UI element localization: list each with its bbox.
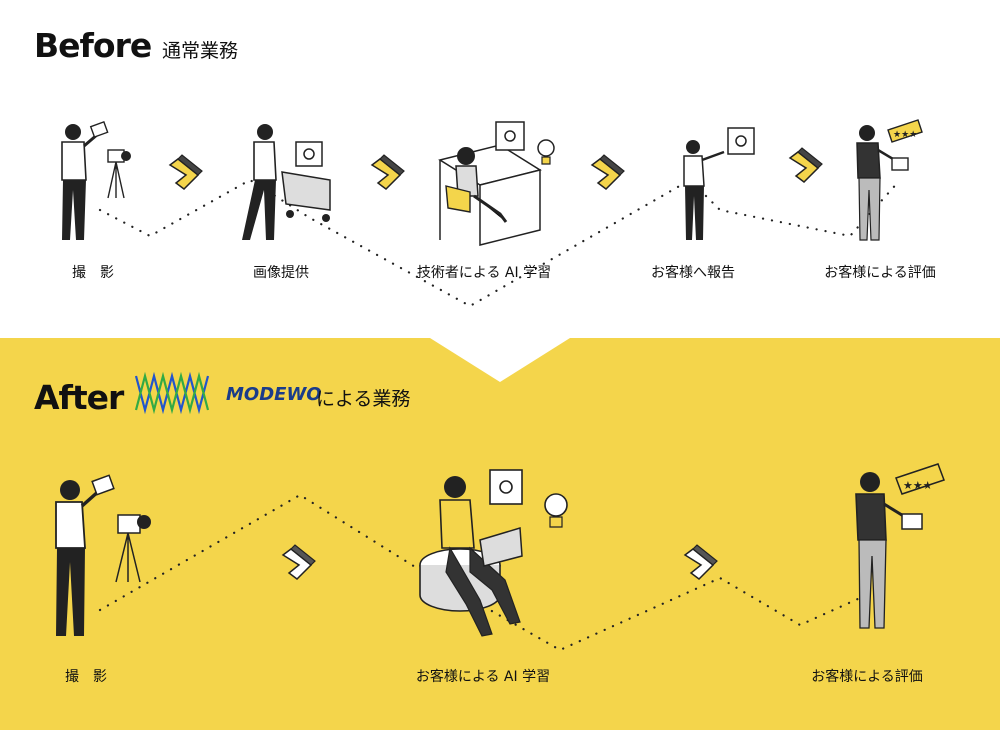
after-title: After (34, 378, 124, 417)
arrow-icon (683, 544, 718, 580)
arrow-icon (168, 154, 203, 190)
brand-name: MODEWO (226, 384, 322, 405)
arrow-icon (590, 154, 625, 190)
photographer-icon (61, 121, 131, 240)
after-step-label: お客様による AI 学習 (415, 669, 551, 685)
laptop-learner-icon (419, 469, 568, 637)
rating-person-icon: ★★★ (855, 463, 945, 629)
before-step-label: お客様による評価 (824, 265, 936, 281)
arrow-icon (370, 154, 405, 190)
svg-text:★★★: ★★★ (903, 479, 933, 492)
cart-worker-icon (242, 124, 331, 240)
arrow-icon (281, 544, 316, 580)
before-title: Before (34, 26, 152, 65)
before-step-label: お客様へ報告 (651, 265, 735, 281)
before-step-label: 画像提供 (253, 265, 309, 281)
svg-text:★★★: ★★★ (893, 130, 917, 140)
before-subtitle: 通常業務 (162, 40, 239, 62)
after-step-label: お客様による評価 (811, 669, 923, 685)
arrow-icon (788, 147, 823, 183)
engineer-desk-icon (438, 121, 555, 246)
before-step-label: 撮 影 (72, 265, 114, 281)
photographer-icon (55, 474, 151, 636)
after-subtitle: による業務 (316, 388, 411, 410)
after-step-label: 撮 影 (65, 669, 107, 685)
reporting-person-icon (683, 127, 755, 240)
before-step-label: 技術者による AI 学習 (416, 265, 552, 281)
rating-person-icon: ★★★ (856, 119, 923, 241)
